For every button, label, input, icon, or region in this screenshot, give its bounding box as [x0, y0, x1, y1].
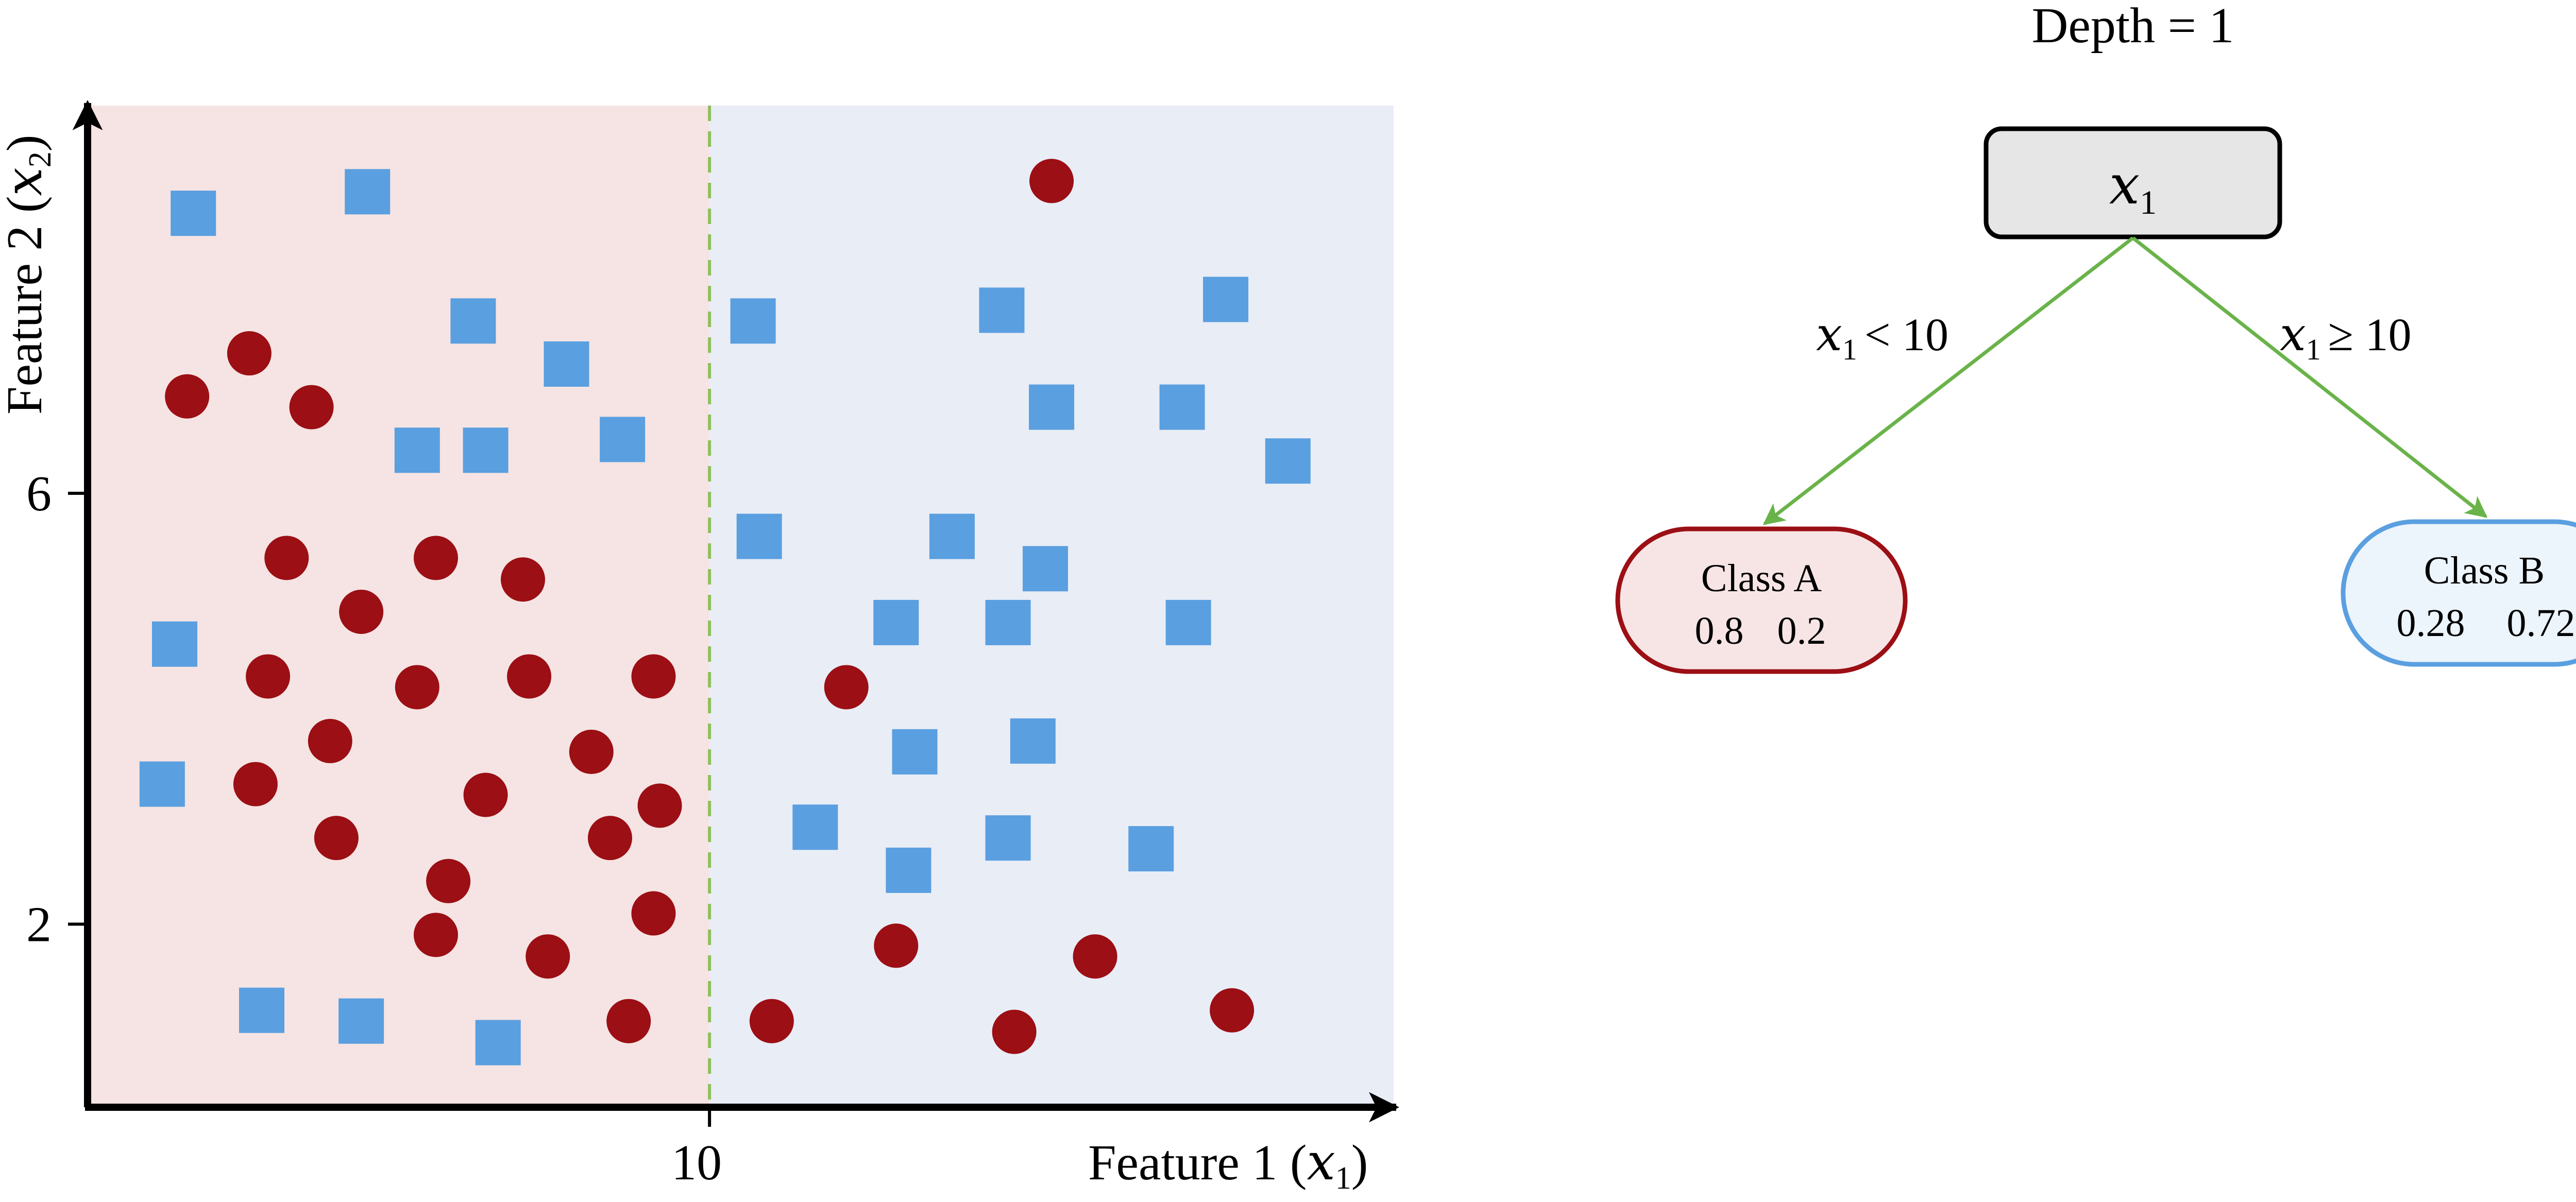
class-a-point: [637, 783, 682, 828]
class-a-point: [606, 999, 651, 1043]
class-b-point: [475, 1020, 521, 1066]
class-b-point: [345, 169, 391, 215]
class-b-point: [985, 599, 1031, 645]
class-a-prob-1: 0.8: [1695, 609, 1744, 652]
class-b-prob-2: 0.72: [2507, 602, 2575, 645]
class-a-prob-2: 0.2: [1777, 609, 1826, 652]
class-b-point: [736, 513, 782, 559]
class-b-point: [139, 761, 185, 807]
class-b-point: [730, 298, 776, 344]
class-b-point: [463, 427, 509, 473]
class-b-point: [394, 427, 440, 473]
y-axis-label-text: Feature 2: [0, 226, 53, 415]
y-tick-label: 6: [26, 466, 52, 522]
class-b-point: [892, 729, 938, 775]
y-axis-label-sub: 2: [23, 151, 58, 167]
decision-tree: Depth = 1 x1 x1< 10 x1≥ 10 Class A 0.8 0…: [1615, 0, 2576, 674]
class-a-point: [824, 665, 869, 710]
class-b-point: [1165, 599, 1211, 645]
class-b-point: [239, 987, 284, 1033]
class-a-point: [308, 718, 352, 763]
x-axis-label-sub: 1: [1335, 1161, 1351, 1196]
class-b-point: [1203, 277, 1249, 322]
class-b-point: [152, 621, 197, 667]
class-b-point: [979, 287, 1025, 333]
class-a-point: [631, 891, 676, 936]
class-a-point: [314, 816, 359, 861]
class-a-label: Class A: [1701, 557, 1822, 600]
class-a-point: [339, 589, 384, 634]
class-a-leaf: [1615, 526, 1908, 674]
y-axis-label-var: x: [0, 167, 54, 196]
class-a-point: [233, 762, 278, 806]
x-tick-label: 10: [671, 1135, 722, 1191]
class-a-point: [426, 858, 471, 903]
class-b-point: [886, 847, 931, 893]
class-b-leaf: [2341, 519, 2576, 667]
class-b-region: [709, 106, 1394, 1107]
class-b-label: Class B: [2424, 549, 2545, 592]
root-node: [1984, 126, 2282, 239]
class-a-point: [631, 654, 676, 699]
class-a-point: [507, 654, 552, 699]
scatter-plot: 10 6 2 Feature 1 (x1) Feature 2 (x2): [0, 100, 1399, 1196]
class-b-prob-1: 0.28: [2397, 602, 2465, 645]
class-b-point: [600, 417, 646, 462]
class-a-point: [165, 374, 210, 419]
class-b-point: [171, 191, 216, 236]
x-axis-label-text: Feature 1: [1088, 1135, 1277, 1191]
left-edge-label: x1< 10: [1816, 307, 1948, 366]
class-a-point: [588, 816, 632, 861]
class-a-point: [874, 923, 919, 968]
root-node-label: x1: [2109, 153, 2157, 221]
data-points: [139, 159, 1311, 1066]
class-b-point: [450, 298, 496, 344]
class-a-point: [414, 536, 458, 580]
class-a-point: [569, 729, 614, 774]
class-a-point: [246, 654, 291, 699]
class-a-point: [289, 385, 334, 430]
class-a-point: [992, 1009, 1037, 1054]
class-a-point: [1210, 988, 1255, 1033]
class-a-point: [1073, 934, 1117, 979]
class-b-point: [873, 599, 919, 645]
class-b-point: [1159, 384, 1205, 430]
class-a-point: [395, 665, 439, 710]
class-b-point: [544, 341, 589, 387]
class-a-point: [227, 331, 272, 376]
class-a-point: [526, 934, 570, 979]
class-b-point: [985, 815, 1031, 861]
class-a-point: [501, 557, 545, 602]
x-axis-label: Feature 1 (x1): [1088, 1133, 1368, 1196]
class-a-point: [749, 999, 794, 1043]
left-edge: [1762, 236, 2134, 525]
class-b-point: [1023, 546, 1068, 592]
y-tick-label: 2: [26, 897, 52, 952]
class-b-point: [1010, 718, 1056, 764]
right-edge: [2131, 236, 2488, 518]
class-b-point: [338, 998, 384, 1044]
class-b-point: [929, 513, 975, 559]
class-b-point: [792, 804, 838, 850]
y-axis-label: Feature 2 (x2): [0, 135, 58, 415]
class-a-point: [1029, 159, 1074, 203]
class-b-point: [1029, 384, 1075, 430]
class-a-point: [463, 772, 508, 817]
class-a-point: [264, 536, 309, 580]
class-b-point: [1128, 826, 1174, 872]
class-a-point: [414, 913, 458, 957]
class-b-point: [1265, 438, 1311, 484]
axis-ticks: 10 6 2: [26, 466, 722, 1191]
class-a-region: [88, 106, 710, 1107]
x-axis-label-var: x: [1307, 1133, 1335, 1192]
right-edge-label: x1≥ 10: [2280, 307, 2412, 366]
tree-title: Depth = 1: [2032, 0, 2234, 54]
